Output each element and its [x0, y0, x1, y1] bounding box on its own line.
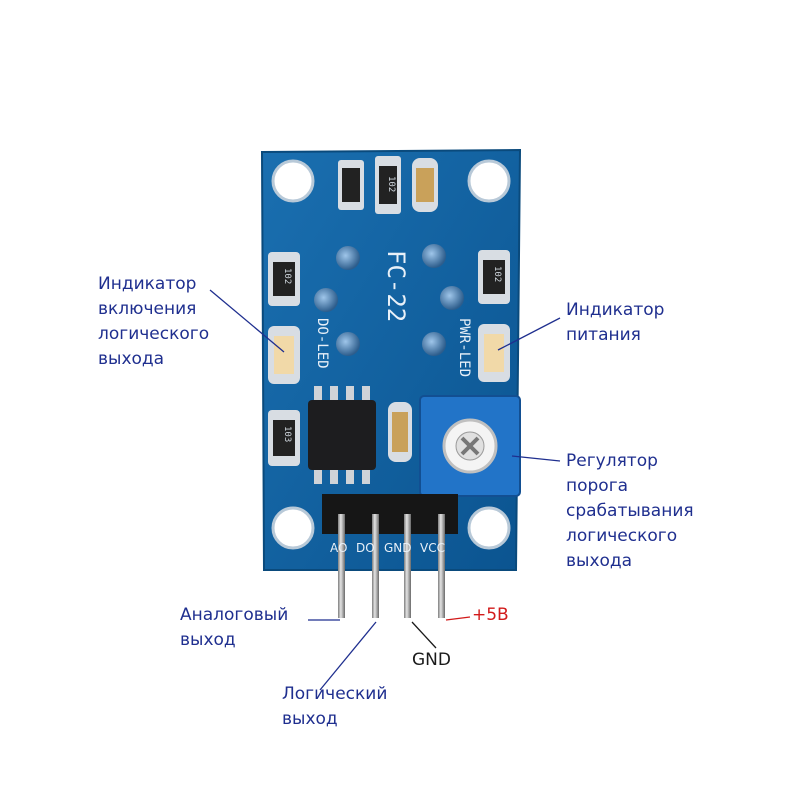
pin-marking-ao: AO [330, 541, 347, 555]
label-line: логического [98, 324, 210, 344]
sensor-pads [314, 244, 464, 356]
right-components [478, 250, 510, 382]
label-line: выход [180, 630, 236, 650]
left-components [268, 252, 300, 466]
label-digital-output: Логический выход [282, 682, 387, 732]
resistor-marking-1: 102 [386, 176, 396, 192]
pwr-led-marking: PWR-LED [456, 318, 472, 377]
label-analog-output: Аналоговый выход [180, 603, 288, 653]
comparator-ic [308, 386, 376, 484]
label-gnd-pin: GND [412, 648, 451, 673]
label-line: включения [98, 299, 197, 319]
label-line: Индикатор [98, 274, 197, 294]
label-line: логического [566, 526, 678, 546]
resistor-marking-3: 102 [492, 266, 502, 282]
label-line: срабатывания [566, 501, 694, 521]
label-line: GND [412, 650, 451, 670]
label-line: Аналоговый [180, 605, 289, 625]
pin-marking-vcc: VCC [420, 541, 445, 555]
leader-lines [209, 289, 561, 691]
label-line: выход [282, 709, 338, 729]
header-pins [338, 514, 445, 618]
label-do-led-indicator: Индикатор включения логического выхода [98, 272, 209, 372]
resistor-marking-2: 102 [282, 268, 292, 284]
label-line: Регулятор [566, 451, 658, 471]
label-threshold-regulator: Регулятор порога срабатывания логическог… [566, 449, 694, 574]
do-led-marking: DO-LED [314, 318, 330, 369]
label-line: Логический [282, 684, 388, 704]
label-line: Индикатор [566, 300, 665, 320]
label-line: +5В [472, 605, 509, 625]
label-pwr-led-indicator: Индикатор питания [566, 298, 664, 348]
mounting-holes [271, 159, 511, 550]
board-name-marking: FC-22 [382, 250, 410, 322]
label-line: питания [566, 325, 641, 345]
pin-marking-do: DO [356, 541, 375, 555]
label-line: порога [566, 476, 629, 496]
label-line: выхода [566, 551, 633, 571]
trimmer-potentiometer [419, 395, 521, 497]
pin-marking-gnd: GND [384, 541, 412, 555]
top-smd-components [338, 156, 438, 214]
label-line: выхода [98, 349, 165, 369]
label-vcc-pin: +5В [472, 603, 509, 628]
resistor-marking-4: 103 [282, 426, 292, 442]
